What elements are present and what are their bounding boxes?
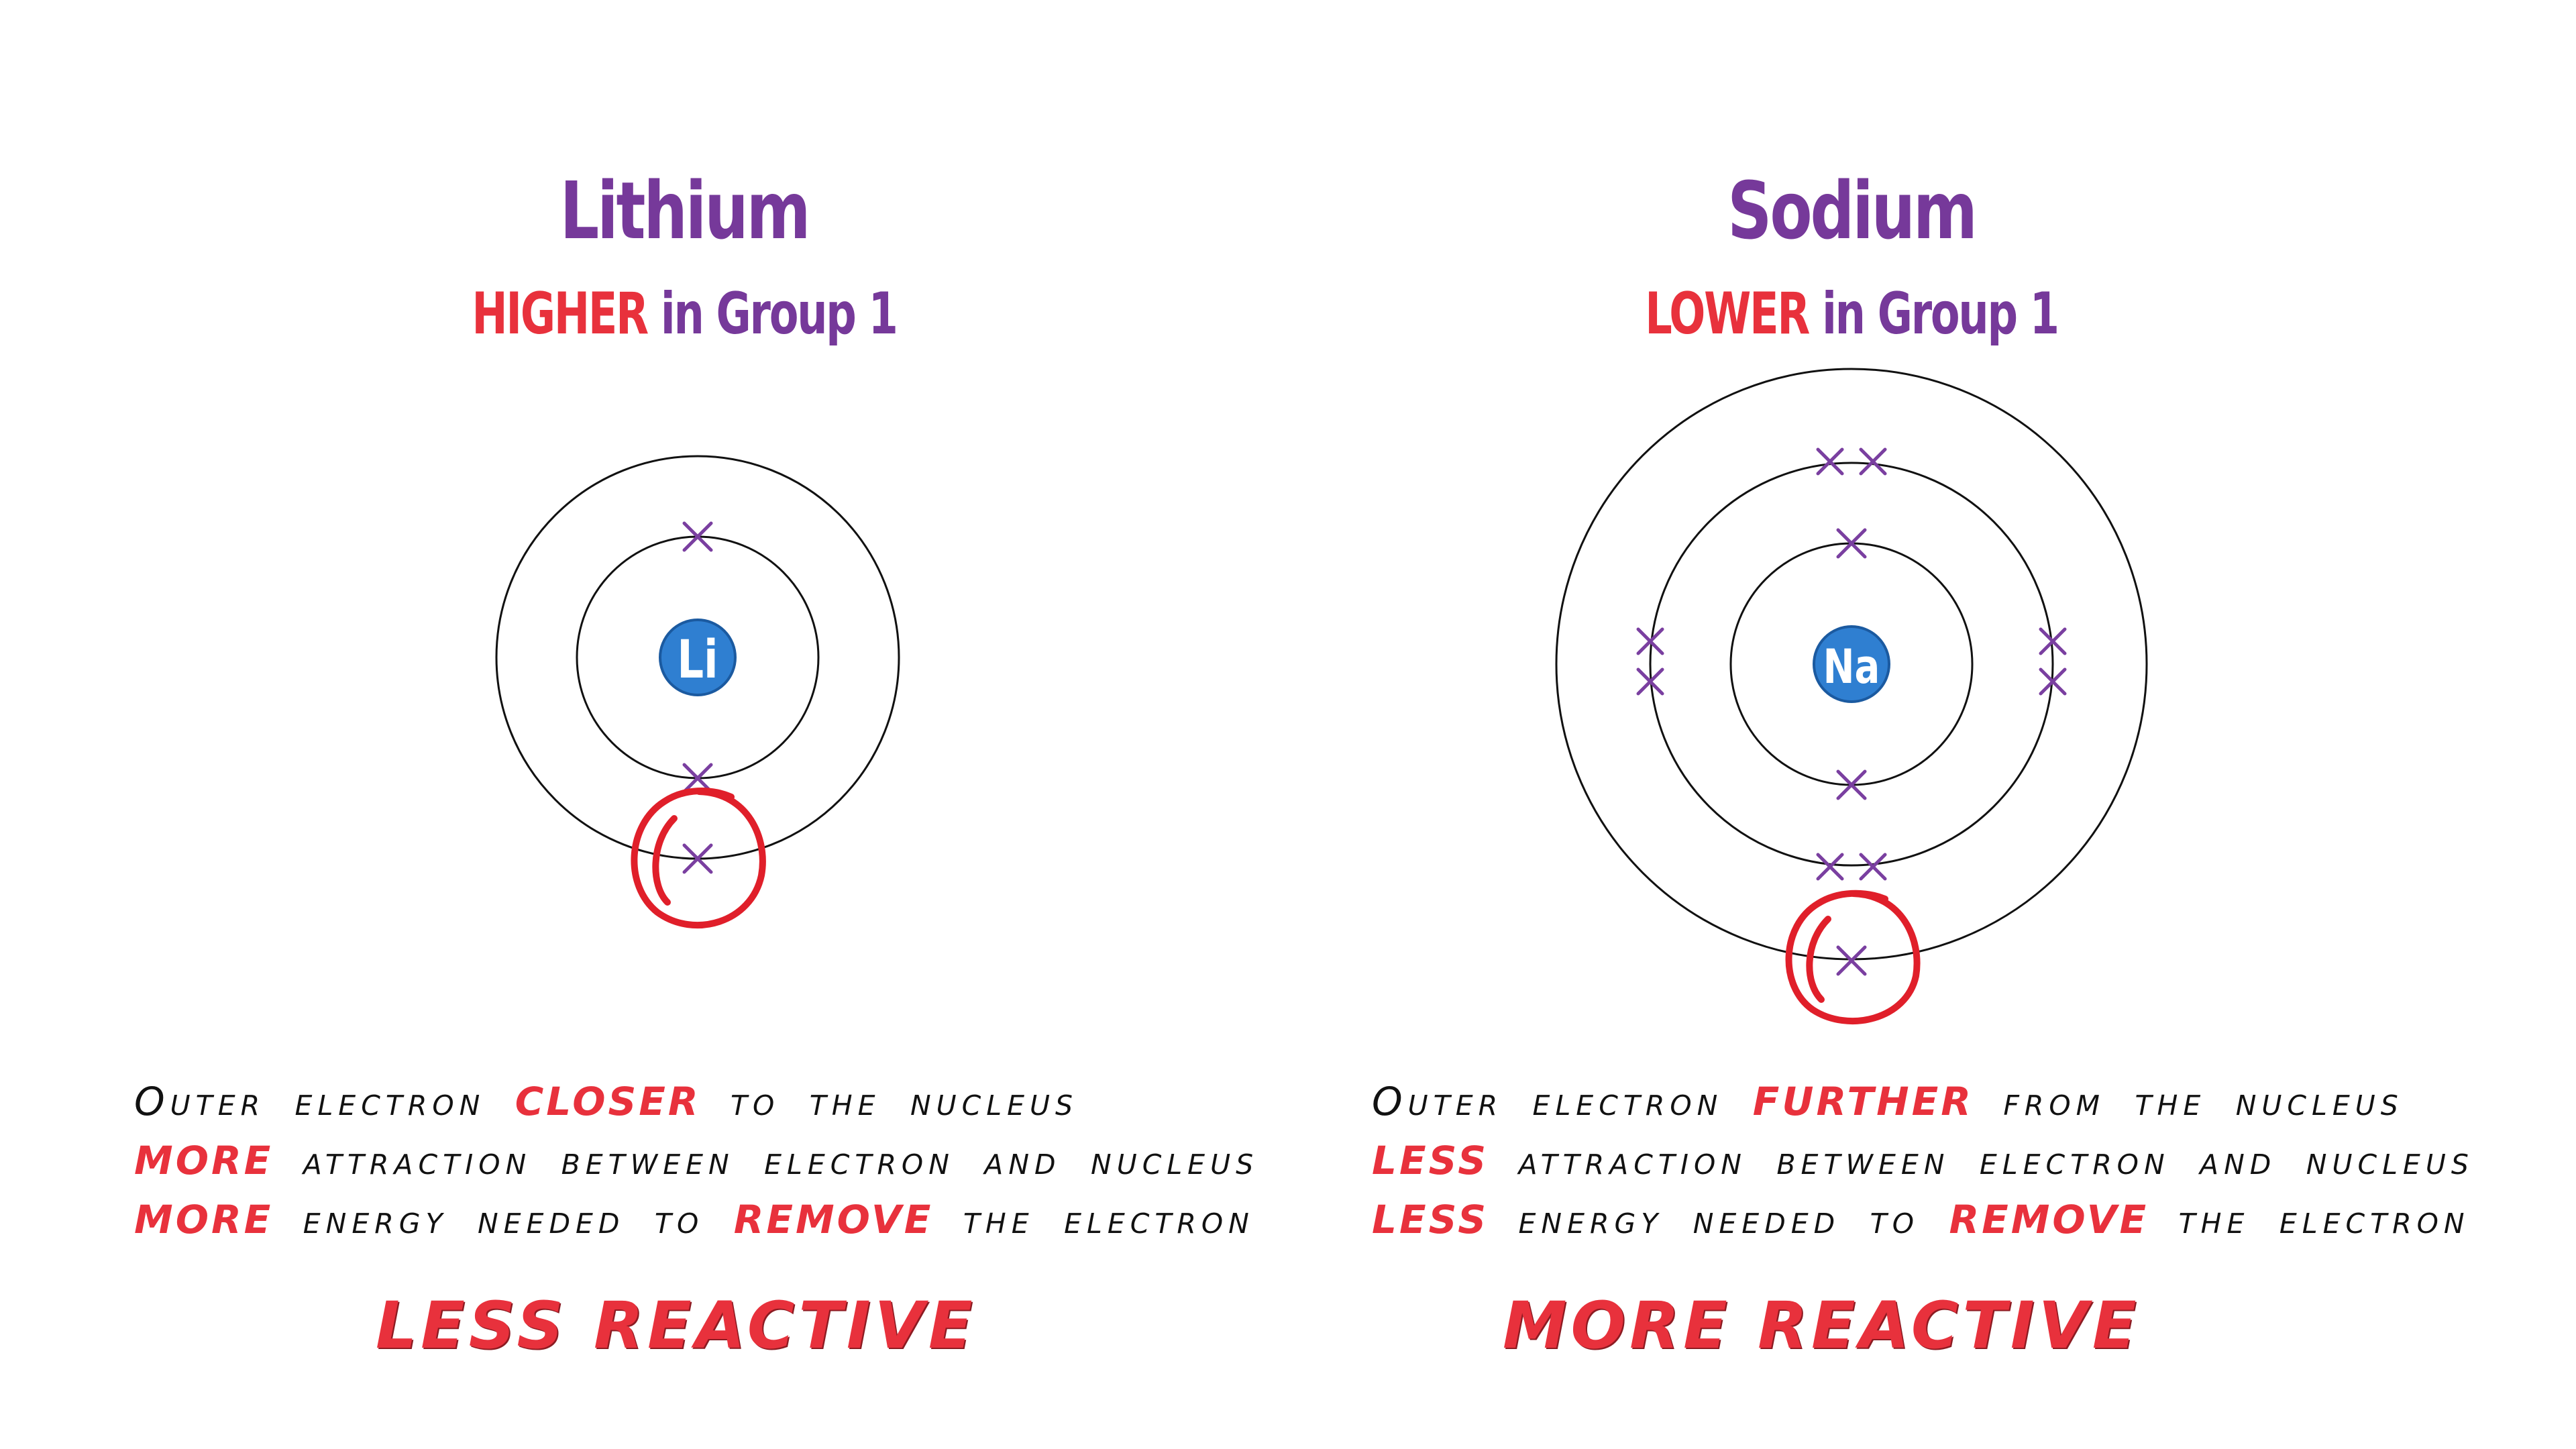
outer-electron-highlight-circle [1785,890,1921,1025]
element-title: Lithium [559,164,811,257]
description-block: Outer electron FURTHER from the nucleus … [1372,1072,2474,1249]
sodium-atom-diagram: Na [1555,368,2148,1025]
lithium-atom-diagram: Li [495,455,900,929]
description-highlight: FURTHER [1752,1079,1974,1124]
description-line: Outer electron FURTHER from the nucleus [1372,1072,2474,1131]
description-text: energy needed to [1489,1197,1949,1242]
reactivity-verdict: LESS REACTIVE [376,1288,977,1363]
electron-cross [682,521,713,552]
description-text: the electron [2149,1197,2470,1242]
nucleus-symbol: Na [1823,639,1880,694]
nucleus: Na [1813,625,1890,703]
description-text: attraction between electron and nucleus [273,1138,1259,1183]
description-line: LESS attraction between electron and nuc… [1372,1131,2474,1190]
shell-middle [1649,462,2054,867]
description-text: Outer electron [1372,1079,1753,1124]
description-line: Outer electron CLOSER to the nucleus [134,1072,1258,1131]
group-position: HIGHER in Group 1 [436,280,932,347]
description-text: energy needed to [273,1197,734,1242]
description-highlight: LESS [1372,1138,1489,1183]
outer-electron-cross [1836,945,1867,976]
electron-cross [2039,627,2067,655]
group-position-rest: in Group 1 [647,280,898,347]
description-line: LESS energy needed to REMOVE the electro… [1372,1190,2474,1249]
lithium-panel: Lithium HIGHER in Group 1 Li Outer elect… [134,164,1258,1363]
element-title: Sodium [1727,164,1978,257]
reactivity-verdict: MORE REACTIVE [1503,1288,2141,1363]
group-position-keyword: LOWER [1645,280,1810,347]
electron-cross [2039,667,2067,696]
description-text: Outer electron [134,1079,515,1124]
electron-cross [1816,447,1844,476]
description-text: the electron [933,1197,1254,1242]
electron-cross [1859,853,1887,881]
nucleus-symbol: Li [677,629,718,690]
description-line: MORE energy needed to REMOVE the electro… [134,1190,1258,1249]
electron-cross [1836,769,1867,800]
electron-cross [1836,528,1867,559]
group-position-keyword: HIGHER [472,280,649,347]
electron-cross [1636,667,1664,696]
outer-electron-highlight-circle [631,787,766,929]
electron-cross [1816,853,1844,881]
description-highlight: CLOSER [515,1079,701,1124]
electron-cross [1636,627,1664,655]
electron-cross [1859,447,1887,476]
description-highlight: REMOVE [1949,1197,2149,1242]
description-highlight: MORE [134,1138,274,1183]
description-highlight: REMOVE [733,1197,934,1242]
electron-cross [682,763,713,794]
outer-electron-cross [682,843,713,874]
description-block: Outer electron CLOSER to the nucleus MOR… [134,1072,1258,1249]
group-position: LOWER in Group 1 [1603,280,2100,347]
description-text: to the nucleus [700,1079,1079,1124]
group-position-rest: in Group 1 [1809,280,2059,347]
nucleus: Li [659,619,737,696]
description-highlight: MORE [134,1197,274,1242]
description-highlight: LESS [1372,1197,1489,1242]
description-text: attraction between electron and nucleus [1489,1138,2474,1183]
sodium-panel: Sodium LOWER in Group 1 Na [1288,0,2576,1449]
description-line: MORE attraction between electron and nuc… [134,1131,1258,1190]
description-text: from the nucleus [1973,1079,2404,1124]
